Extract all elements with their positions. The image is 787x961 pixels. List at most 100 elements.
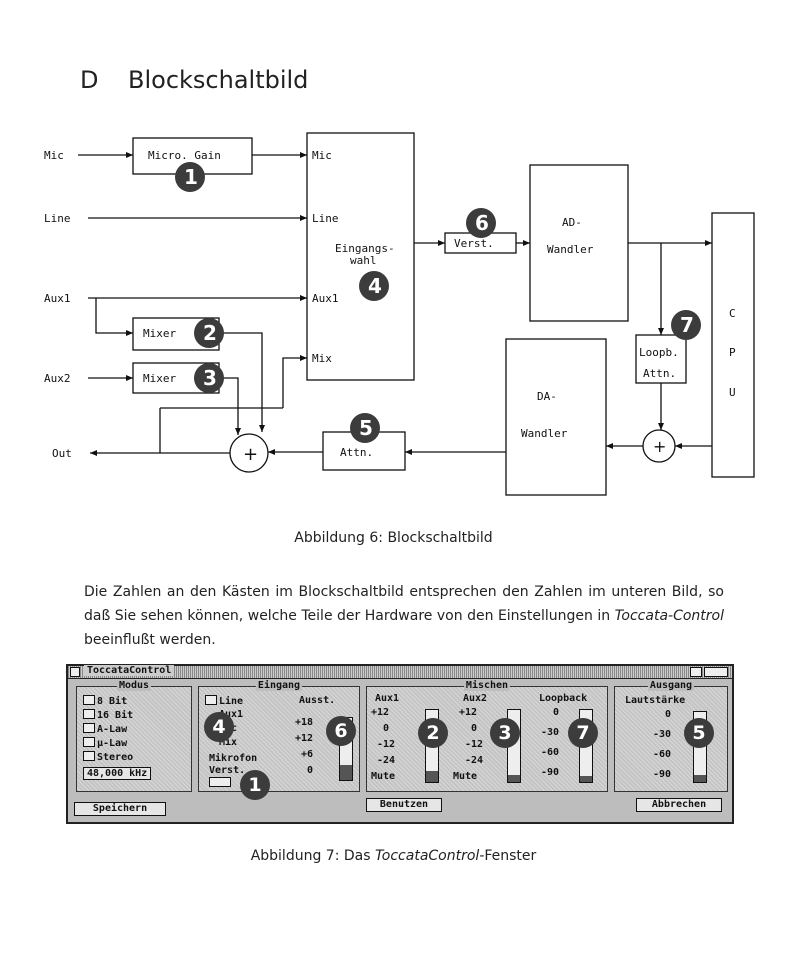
ausst-label: Ausst.: [299, 695, 336, 706]
figure-7-caption: Abbildung 7: Das ToccataControl-Fenster: [0, 848, 787, 864]
window-badge-3: 3: [490, 718, 520, 748]
benutzen-button[interactable]: Benutzen: [366, 798, 442, 812]
modus-group-title: Modus: [116, 680, 152, 691]
aux1-scale-12: +12: [371, 707, 390, 718]
badge-1: 1: [175, 162, 205, 192]
cpu-c-label: C: [729, 307, 736, 320]
svg-text:5: 5: [359, 416, 373, 440]
badge-6: 6: [466, 208, 496, 238]
mode-16bit-option[interactable]: 16 Bit: [83, 709, 133, 721]
toccata-control-window: ToccataControl Modus 8 Bit 16 Bit A-Law …: [66, 664, 734, 824]
ausst-scale-0: 0: [307, 765, 314, 776]
da-wandler-box: [505, 338, 607, 496]
aux2-scale-m24: -24: [465, 755, 484, 766]
speichern-button[interactable]: Speichern: [74, 802, 166, 816]
aux1-input-label: Aux1: [44, 292, 71, 305]
da-label-2: Wandler: [521, 427, 568, 440]
cpu-u-label: U: [729, 386, 736, 399]
select-aux1-label: Aux1: [312, 292, 339, 305]
window-badge-7: 7: [568, 718, 598, 748]
laut-scale-m60: -60: [653, 749, 672, 760]
badge-2: 2: [194, 318, 224, 348]
aux1-scale-mute: Mute: [371, 771, 396, 782]
depth-gadget-icon[interactable]: [704, 667, 728, 677]
aux1-scale-0: 0: [383, 723, 390, 734]
aux2-label: Aux2: [463, 693, 488, 704]
frequency-field[interactable]: 48,000 kHz: [83, 767, 152, 780]
cpu-p-label: P: [729, 346, 736, 359]
eingang-group-title: Eingang: [255, 680, 303, 691]
paragraph-text-1: Die Zahlen an den Kästen im Blockschaltb…: [84, 584, 724, 624]
select-line-label: Line: [312, 212, 339, 225]
laut-scale-m90: -90: [653, 769, 672, 780]
badge-5: 5: [350, 413, 380, 443]
window-badge-2: 2: [418, 718, 448, 748]
window-badge-5: 5: [684, 718, 714, 748]
mode-8bit-option[interactable]: 8 Bit: [83, 695, 127, 707]
zoom-gadget-icon[interactable]: [690, 667, 702, 677]
input-aux1-option[interactable]: Aux1: [219, 709, 244, 720]
window-badge-6: 6: [326, 716, 356, 746]
aux1-scale-m24: -24: [377, 755, 396, 766]
svg-text:1: 1: [184, 165, 198, 189]
input-mix-option[interactable]: Mix: [219, 737, 238, 748]
close-gadget-icon[interactable]: [70, 667, 80, 677]
aux2-scale-mute: Mute: [453, 771, 478, 782]
mixer2-label: Mixer: [143, 372, 176, 385]
mode-ulaw-option[interactable]: µ-Law: [83, 737, 127, 749]
ausgang-group-title: Ausgang: [647, 680, 695, 691]
summer-left-plus: +: [243, 444, 258, 465]
mic-input-label: Mic: [44, 149, 64, 162]
summer-right-plus: +: [653, 437, 666, 456]
ad-label-2: Wandler: [547, 243, 594, 256]
window-badge-1: 1: [240, 770, 270, 800]
loop-scale-m90: -90: [541, 767, 560, 778]
body-paragraph: Die Zahlen an den Kästen im Blockschaltb…: [84, 580, 724, 652]
mikrofon-label-2: Verst.: [209, 765, 246, 776]
mode-alaw-option[interactable]: A-Law: [83, 723, 127, 735]
ausst-scale-18: +18: [295, 717, 314, 728]
abbrechen-button[interactable]: Abbrechen: [636, 798, 722, 812]
window-titlebar[interactable]: ToccataControl: [68, 665, 732, 679]
loopb-label-2: Attn.: [643, 367, 676, 380]
line-input-label: Line: [44, 212, 71, 225]
eingangswahl-label-2: wahl: [350, 254, 377, 267]
caption7-italic: ToccataControl: [374, 848, 480, 864]
badge-4: 4: [359, 271, 389, 301]
svg-text:2: 2: [203, 321, 217, 345]
out-label: Out: [52, 447, 72, 460]
caption7-prefix: Abbildung 7: Das: [250, 848, 375, 864]
modus-group: Modus 8 Bit 16 Bit A-Law µ-Law Stereo 48…: [76, 680, 192, 792]
eingangswahl-label-1: Eingangs-: [335, 242, 395, 255]
aux2-scale-m12: -12: [465, 739, 484, 750]
mikrofon-verst-checkbox[interactable]: [209, 777, 231, 787]
da-label-1: DA-: [537, 390, 557, 403]
cpu-box: [711, 212, 755, 478]
caption7-suffix: -Fenster: [479, 848, 537, 864]
loop-scale-0: 0: [553, 707, 560, 718]
loopback-label: Loopback: [539, 693, 588, 704]
stereo-checkbox[interactable]: Stereo: [83, 751, 133, 763]
figure-6-caption: Abbildung 6: Blockschaltbild: [294, 530, 493, 546]
aux1-label: Aux1: [375, 693, 400, 704]
input-line-option[interactable]: Line: [205, 695, 243, 707]
select-mic-label: Mic: [312, 149, 332, 162]
aux2-input-label: Aux2: [44, 372, 71, 385]
laut-scale-m30: -30: [653, 729, 672, 740]
paragraph-italic: Toccata-Control: [614, 608, 724, 624]
window-badge-4: 4: [204, 712, 234, 742]
select-mix-label: Mix: [312, 352, 332, 365]
svg-text:6: 6: [475, 211, 489, 235]
ausst-scale-6: +6: [301, 749, 314, 760]
svg-text:3: 3: [203, 366, 217, 390]
aux2-scale-12: +12: [459, 707, 478, 718]
section-title: Blockschaltbild: [128, 66, 309, 94]
paragraph-text-2: beeinflußt werden.: [84, 632, 216, 648]
svg-text:4: 4: [368, 274, 382, 298]
ad-label-1: AD-: [562, 216, 582, 229]
block-diagram: Mic Line Aux1 Aux2 Out Micro. Gain Mixer…: [44, 132, 755, 496]
mixer1-label: Mixer: [143, 327, 176, 340]
window-title: ToccataControl: [84, 665, 175, 676]
badge-7: 7: [671, 310, 701, 340]
